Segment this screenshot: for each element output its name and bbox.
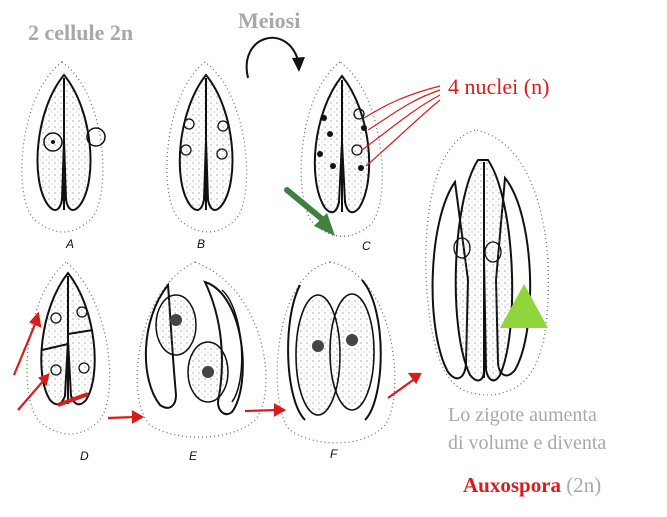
- nuclei-pointer-lines: [361, 85, 441, 167]
- stage-letter-f: F: [330, 447, 338, 461]
- stage-letter-b: B: [197, 237, 205, 251]
- meiosis-label: Meiosi: [238, 8, 301, 33]
- curved-arrow-icon: [245, 36, 305, 79]
- red-arrow-icon: [12, 311, 422, 424]
- auxospore-label: Auxospora (2n): [463, 473, 601, 498]
- stage-letter-a: A: [65, 237, 74, 251]
- cell-b: B: [166, 61, 248, 251]
- cells-2n-label: 2 cellule 2n: [28, 20, 134, 45]
- auxospore-ploidy: (2n): [561, 473, 602, 497]
- auxospore-cell: [425, 129, 550, 396]
- auxospore-word: Auxospora: [463, 473, 562, 497]
- green-triangle-icon: [500, 284, 548, 328]
- zygote-label-line1: Lo zigote aumenta: [448, 404, 597, 426]
- stage-letter-c: C: [362, 239, 371, 253]
- stage-letter-d: D: [80, 449, 89, 463]
- cell-c: C: [300, 61, 383, 253]
- zygote-label-line2: di volume e diventa: [448, 432, 607, 454]
- nuclei-label: 4 nuclei (n): [448, 74, 550, 99]
- cell-e: E: [136, 261, 267, 463]
- cell-d: D: [26, 261, 111, 463]
- cell-a: A: [21, 61, 106, 251]
- stage-letter-e: E: [189, 449, 198, 463]
- green-arrow-icon: [284, 187, 335, 236]
- cell-f: F: [276, 261, 396, 461]
